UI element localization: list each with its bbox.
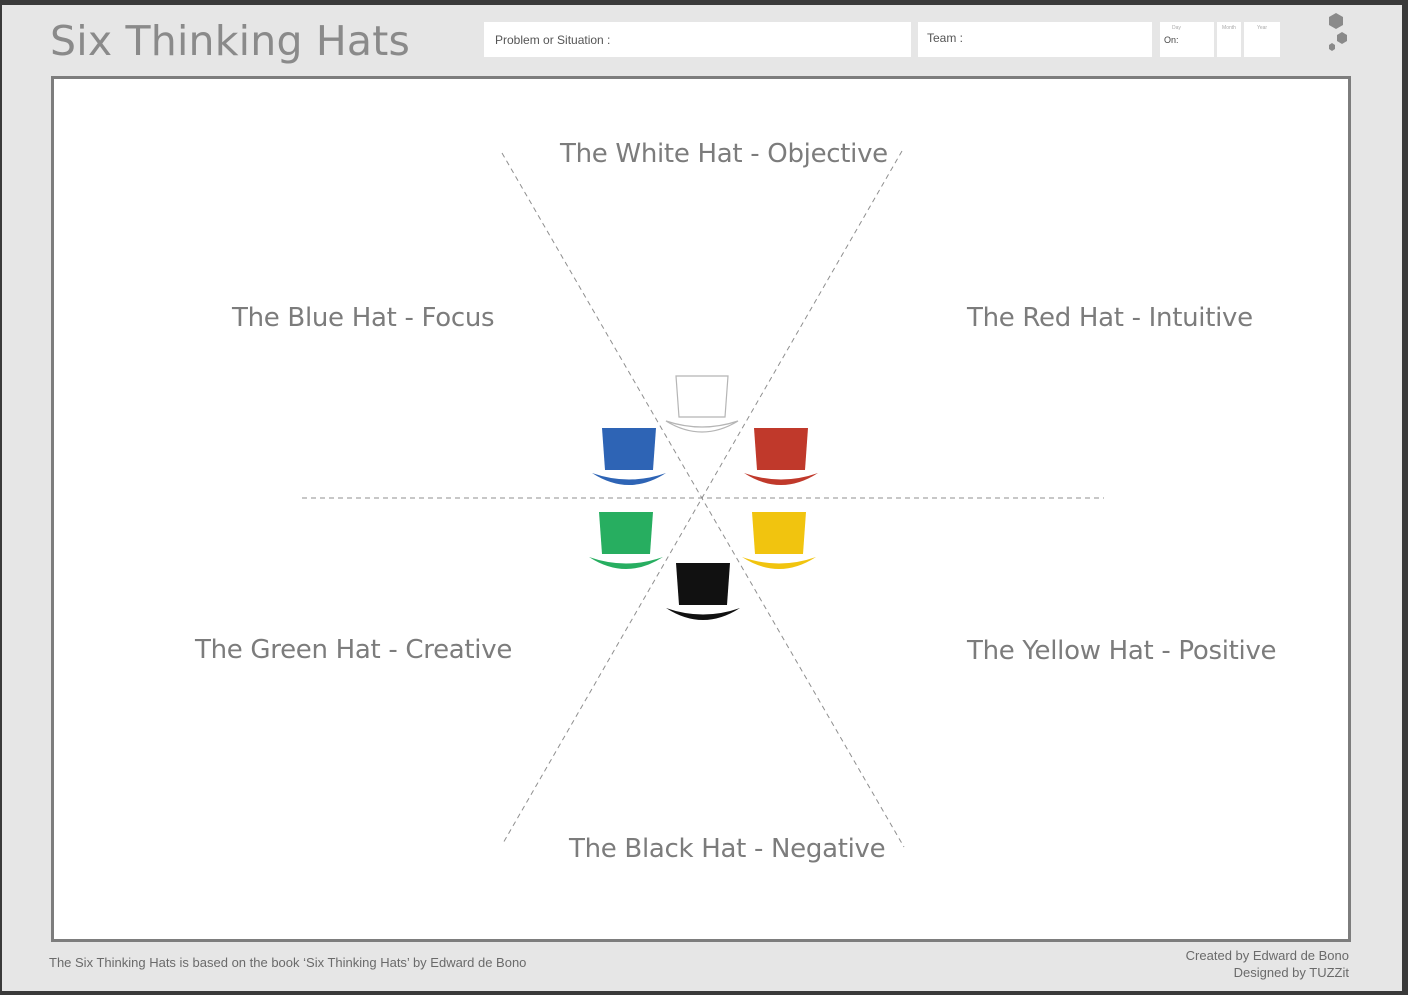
- year-label: Year: [1256, 25, 1268, 31]
- source-note: The Six Thinking Hats is based on the bo…: [49, 955, 527, 970]
- date-month-field[interactable]: Month: [1217, 22, 1241, 57]
- designed-by: Designed by TUZZit: [1233, 965, 1349, 980]
- divider-diagonal-up: [501, 150, 903, 846]
- problem-label: Problem or Situation :: [495, 33, 611, 47]
- date-day-field[interactable]: Day On:: [1160, 22, 1214, 57]
- created-by: Created by Edward de Bono: [1185, 948, 1349, 963]
- credits: Created by Edward de Bono Designed by TU…: [1186, 947, 1349, 981]
- hats-canvas: The White Hat - Objective The Blue Hat -…: [51, 76, 1351, 942]
- on-label: On:: [1164, 35, 1179, 45]
- white-hat-label: The White Hat - Objective: [560, 139, 888, 169]
- divider-lines: [302, 150, 1104, 848]
- green-hat-label: The Green Hat - Creative: [195, 635, 513, 665]
- team-field[interactable]: Team :: [918, 22, 1152, 57]
- black-hat-label: The Black Hat - Negative: [569, 834, 886, 864]
- red-hat-icon: [744, 428, 818, 485]
- blue-hat-icon: [592, 428, 666, 485]
- yellow-hat-icon: [742, 512, 816, 569]
- white-hat-crown: [675, 375, 729, 418]
- white-hat-brim: [665, 420, 739, 433]
- white-hat-icon: [665, 375, 739, 433]
- problem-field[interactable]: Problem or Situation :: [484, 22, 911, 57]
- worksheet: Six Thinking Hats Problem or Situation :…: [2, 5, 1402, 991]
- divider-diagonal-down: [501, 152, 905, 848]
- green-hat-icon: [589, 512, 663, 569]
- day-label: Day: [1172, 25, 1181, 31]
- black-hat-icon: [666, 563, 740, 620]
- yellow-hat-label: The Yellow Hat - Positive: [967, 636, 1277, 666]
- blue-hat-label: The Blue Hat - Focus: [232, 303, 495, 333]
- hats-diagram: [302, 150, 1104, 848]
- hexagon-logo-icon: [1329, 13, 1347, 51]
- page-title: Six Thinking Hats: [50, 17, 411, 65]
- team-label: Team :: [927, 31, 964, 45]
- red-hat-label: The Red Hat - Intuitive: [967, 303, 1253, 333]
- date-year-field[interactable]: Year: [1244, 22, 1280, 57]
- month-label: Month: [1222, 25, 1236, 31]
